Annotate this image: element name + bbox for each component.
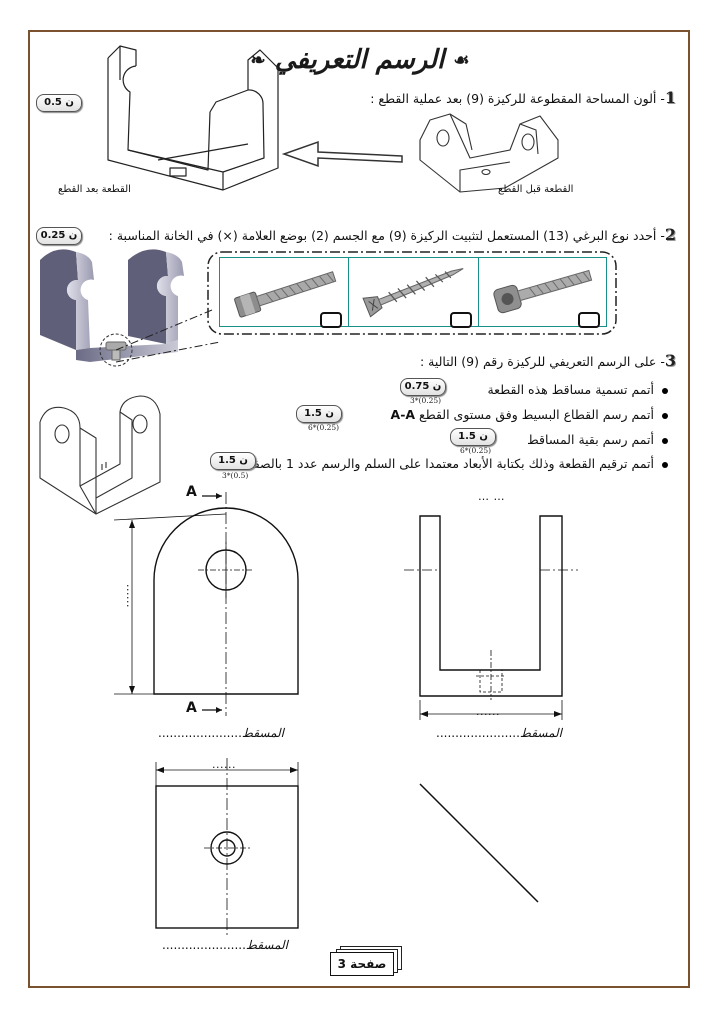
q3-task-1-detail: 3*(0.25): [410, 396, 442, 405]
top-view-caption-blank: ......................: [162, 938, 246, 952]
q3-task-4-detail: 3*(0.5): [222, 471, 249, 480]
q3-task-1-text: أتمم تسمية مساقط هذه القطعة: [487, 382, 654, 397]
page-number-label: صفحة 3: [330, 952, 394, 976]
page-title-text: الرسم التعريفي: [274, 45, 445, 75]
q2-text: - أحدد نوع البرغي (13) المستعمل لتثبيت ا…: [108, 228, 665, 243]
q3-task-2-points: 1.5 ن: [296, 405, 342, 423]
q2-points-badge: 0.25 ن: [36, 227, 82, 245]
q1-prompt: 1- ألون المساحة المقطوعة للركيزة (9) بعد…: [370, 90, 676, 107]
q3-task-3: أتمم رسم بقية المساقط: [527, 432, 668, 447]
top-view-caption-word: المسقط: [245, 938, 289, 952]
q1-points-badge: 0.5 ن: [36, 94, 82, 112]
bullet-icon: [662, 461, 668, 468]
q3-task-1: أتمم تسمية مساقط هذه القطعة: [487, 382, 668, 397]
dim-blank-side-width: ......: [476, 705, 500, 718]
miter-line: [419, 783, 539, 903]
transform-arrow: [281, 140, 403, 168]
q3-prompt: 3- على الرسم التعريفي للركيزة رقم (9) ال…: [420, 353, 676, 370]
option-checkbox-socket-screw[interactable]: [578, 312, 600, 328]
q3-task-3-points: 1.5 ن: [450, 428, 496, 446]
q2-number: 2: [664, 225, 676, 244]
front-view-caption-blank: ......................: [158, 726, 242, 740]
q2-prompt: 2- أحدد نوع البرغي (13) المستعمل لتثبيت …: [109, 227, 676, 244]
title-ornament-right: ☙: [453, 50, 470, 71]
q3-number: 3: [664, 351, 676, 370]
bullet-icon: [662, 437, 668, 444]
caption-after-cut: القطعة بعد القطع: [58, 184, 131, 195]
q1-number: 1: [664, 88, 676, 107]
side-view-drawing: [404, 515, 578, 720]
dim-blank-height: ......: [124, 584, 137, 608]
front-view-caption-word: المسقط: [241, 726, 285, 740]
q3-task-2: أتمم رسم القطاع البسيط وفق مستوى القطع A…: [391, 407, 668, 422]
top-view-drawing: [155, 758, 299, 936]
callout-leader-lines: [115, 309, 221, 363]
section-plane-tag: A-A: [390, 407, 416, 422]
page-frame: [28, 30, 690, 988]
part-before-cut-drawing: [419, 113, 559, 193]
side-view-caption-word: المسقط: [519, 726, 563, 740]
q3-text: - على الرسم التعريفي للركيزة رقم (9) الت…: [419, 354, 665, 369]
section-marker-bottom: A: [186, 700, 197, 716]
isometric-part-drawing: [39, 395, 161, 515]
side-view-caption: المسقط......................: [436, 726, 562, 740]
q1-text: - ألون المساحة المقطوعة للركيزة (9) بعد …: [370, 91, 665, 106]
top-view-caption: المسقط......................: [162, 938, 288, 952]
option-checkbox-hex-bolt[interactable]: [320, 312, 342, 328]
screw-options-grid: [219, 257, 607, 327]
dim-blank-side-top: … …: [478, 490, 505, 503]
screw-options-box: [207, 251, 617, 335]
caption-before-cut: القطعة قبل القطع: [498, 184, 574, 195]
q3-task-3-text: أتمم رسم بقية المساقط: [527, 432, 654, 447]
q3-task-3-detail: 6*(0.25): [460, 446, 492, 455]
side-view-caption-blank: ......................: [436, 726, 520, 740]
front-view-drawing: [113, 492, 299, 716]
q3-task-4-text: أتمم ترقيم القطعة وذلك بكتابة الأبعاد مع…: [227, 456, 654, 471]
dim-blank-top-width: ......: [212, 758, 236, 771]
q3-task-4-points: 1.5 ن: [210, 452, 256, 470]
section-marker-top: A: [186, 484, 197, 500]
q3-task-2-detail: 6*(0.25): [308, 423, 340, 432]
bullet-icon: [662, 387, 668, 394]
q3-task-2-text: أتمم رسم القطاع البسيط وفق مستوى القطع: [419, 407, 654, 422]
option-checkbox-wood-screw[interactable]: [450, 312, 472, 328]
socket-cap-screw-image: [493, 269, 593, 314]
page-title: ☙ الرسم التعريفي ❧: [250, 38, 470, 82]
bullet-icon: [662, 412, 668, 419]
q3-task-4: أتمم ترقيم القطعة وذلك بكتابة الأبعاد مع…: [227, 456, 668, 471]
q3-task-1-points: 0.75 ن: [400, 378, 446, 396]
hex-bolt-image: [234, 271, 337, 318]
part-after-cut-drawing: [107, 45, 279, 191]
front-view-caption: المسقط......................: [158, 726, 284, 740]
assembled-part-drawing: [40, 249, 184, 367]
page-number-box: صفحة 3: [330, 946, 402, 978]
wood-screw-image: [362, 268, 464, 318]
